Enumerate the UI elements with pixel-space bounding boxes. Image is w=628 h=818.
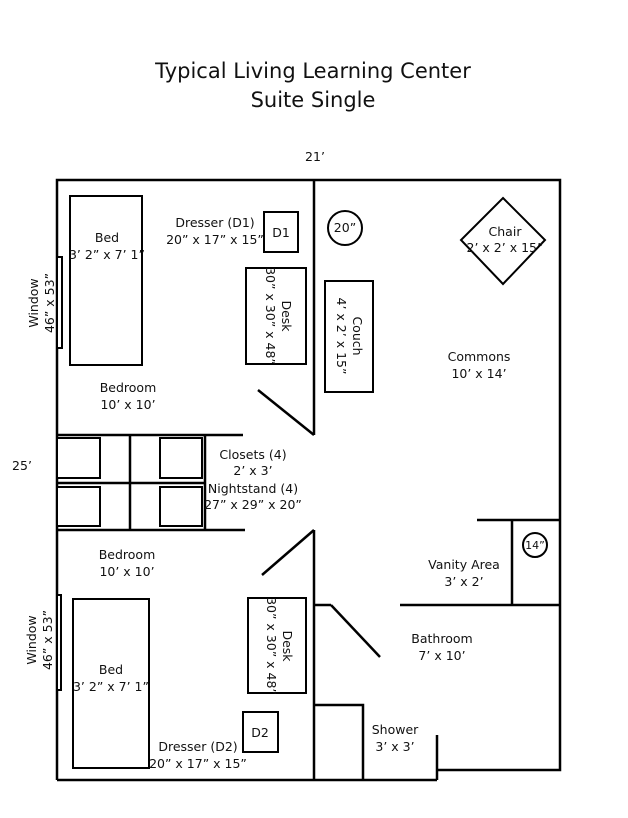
door-bedroom-bottom[interactable] [261, 529, 315, 576]
dresser-d2-tag: D2 [251, 725, 269, 740]
closets-size: 2’ x 3’ [233, 463, 272, 478]
width-dimension: 21’ [305, 149, 325, 164]
couch-label: Couch 4’ x 2’ x 15” [334, 298, 365, 375]
dresser-top-size: 20” x 17” x 15” [166, 232, 264, 247]
doors [257, 389, 381, 658]
svg-text:46” x 53”: 46” x 53” [40, 610, 55, 670]
bedroom-bottom-size: 10’ x 10’ [99, 564, 154, 579]
nightstands-size: 27” x 29” x 20” [204, 497, 302, 512]
chair [459, 196, 547, 286]
bedroom-bottom-label: Bedroom [99, 547, 156, 562]
vanity-size: 3’ x 2’ [444, 574, 483, 589]
desk-bottom-label: Desk 30” x 30” x 48” [264, 597, 295, 695]
dresser-d2 [242, 711, 279, 753]
dresser-top-label: Dresser (D1) [175, 215, 254, 230]
vanity-label: Vanity Area [428, 557, 500, 572]
door-bathroom[interactable] [330, 604, 381, 658]
window-bottom-label: Window 46” x 53” [24, 610, 55, 670]
dresser-d1 [263, 211, 299, 253]
window-top-label: Window 46” x 53” [26, 273, 57, 333]
svg-text:Couch: Couch [350, 316, 365, 355]
chair-label: Chair [489, 224, 523, 239]
chair-size: 2’ x 2’ x 15” [467, 240, 544, 255]
commons-size: 10’ x 14’ [451, 366, 506, 381]
round-table [327, 210, 363, 246]
bed-top-label: Bed [95, 230, 119, 245]
desk-top [245, 267, 307, 365]
dresser-bottom-size: 20” x 17” x 15” [149, 756, 247, 771]
bed-bottom-size: 3’ 2” x 7’ 1” [73, 679, 149, 694]
bedroom-top-size: 10’ x 10’ [100, 397, 155, 412]
dresser-d1-tag: D1 [272, 225, 290, 240]
couch [324, 280, 374, 393]
svg-text:46” x 53”: 46” x 53” [42, 273, 57, 333]
desk-top-label: Desk 30” x 30” x 48” [263, 267, 294, 365]
svg-text:4’ x 2’ x 15”: 4’ x 2’ x 15” [334, 298, 349, 375]
title-line-1: Typical Living Learning Center [154, 59, 471, 83]
dresser-bottom-label: Dresser (D2) [158, 739, 237, 754]
shower-label: Shower [372, 722, 419, 737]
nightstand [159, 486, 203, 527]
closets-label: Closets (4) [219, 447, 286, 462]
closet [56, 437, 101, 479]
walls [55, 178, 562, 782]
nightstand [159, 437, 203, 479]
title-line-2: Suite Single [251, 88, 376, 112]
shower-size: 3’ x 3’ [375, 739, 414, 754]
height-dimension: 25’ [12, 458, 32, 473]
sink [522, 532, 548, 558]
window-bottom [56, 594, 62, 691]
desk-bottom [247, 597, 307, 694]
bed-top-size: 3’ 2” x 7’ 1” [69, 247, 145, 262]
svg-text:Window: Window [26, 278, 41, 327]
sink-size: 14” [525, 539, 545, 552]
window-top [56, 256, 63, 349]
svg-text:Desk: Desk [280, 630, 295, 662]
nightstands-label: Nightstand (4) [208, 481, 298, 496]
svg-text:Window: Window [24, 615, 39, 664]
round-table-size: 20” [334, 220, 356, 235]
svg-text:30” x 30” x 48”: 30” x 30” x 48” [264, 597, 279, 695]
bed-bottom [72, 598, 150, 769]
closet [56, 486, 101, 527]
svg-text:30” x 30” x 48”: 30” x 30” x 48” [263, 267, 278, 365]
svg-text:Desk: Desk [279, 300, 294, 332]
bathroom-label: Bathroom [411, 631, 472, 646]
commons-label: Commons [448, 349, 511, 364]
bed-top [69, 195, 143, 366]
bed-bottom-label: Bed [99, 662, 123, 677]
bedroom-top-label: Bedroom [100, 380, 157, 395]
door-bedroom-top[interactable] [257, 389, 315, 436]
bathroom-size: 7’ x 10’ [418, 648, 465, 663]
